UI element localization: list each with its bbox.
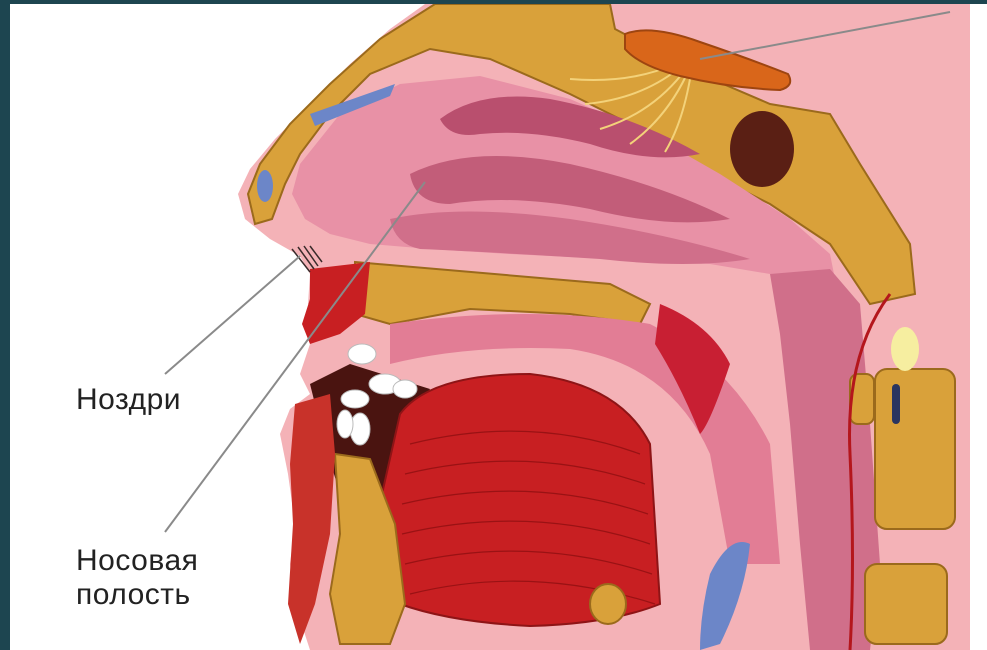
nasal-cavity-label-line2: полость xyxy=(76,578,198,612)
hyoid-bone xyxy=(590,584,626,624)
spinal-ligament xyxy=(892,384,900,424)
nasal-cavity-label-line1: Носовая xyxy=(76,544,198,578)
nasal-cavity-label: Носовая полость xyxy=(76,544,198,612)
alar-cartilage xyxy=(257,170,273,202)
sphenoid-sinus xyxy=(730,111,794,187)
nostrils-label: Ноздри xyxy=(76,383,181,417)
nostrils-pointer-line xyxy=(165,256,300,374)
diagram-frame: Ноздри Носовая полость xyxy=(10,4,987,650)
spinal-disc xyxy=(891,327,919,371)
